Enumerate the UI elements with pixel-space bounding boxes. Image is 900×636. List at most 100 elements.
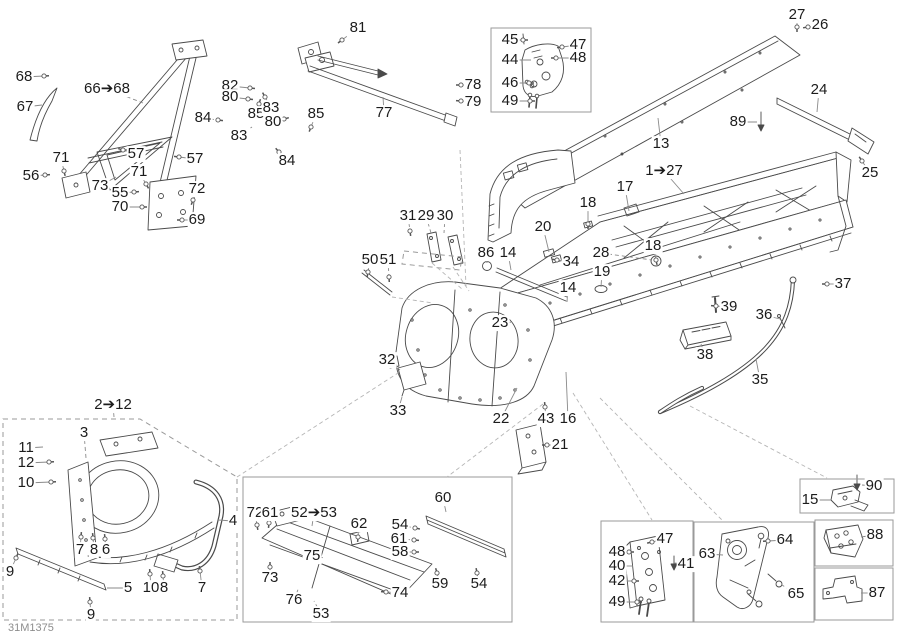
callout-1-to-27: 1➔27 xyxy=(644,162,684,180)
fastener-head xyxy=(139,204,145,210)
callout-54: 54 xyxy=(390,516,410,534)
explosion-connector xyxy=(689,405,828,479)
front-frame-inset-art xyxy=(15,431,225,591)
callout-19: 19 xyxy=(592,263,612,281)
rail-5 xyxy=(15,547,107,591)
rail-24 xyxy=(776,97,859,145)
inset-box-support-15 xyxy=(799,478,895,514)
fastener-head xyxy=(527,98,533,104)
fastener-head xyxy=(339,37,345,43)
explosion-connector xyxy=(236,372,399,478)
callout-41: 41 xyxy=(676,555,696,573)
fastener-head xyxy=(120,147,126,153)
callout-38: 38 xyxy=(695,346,715,364)
fastener-head xyxy=(254,522,260,528)
callout-18: 18 xyxy=(578,194,598,212)
callout-10: 10 xyxy=(141,579,161,597)
callout-80: 80 xyxy=(263,113,283,131)
fastener-head xyxy=(383,589,389,595)
fastener-head xyxy=(386,274,392,280)
fastener-head xyxy=(176,154,182,160)
fastener-head xyxy=(131,189,137,195)
callout-65: 65 xyxy=(786,585,806,603)
callout-22: 22 xyxy=(491,410,511,428)
callout-35: 35 xyxy=(750,371,770,389)
callout-56: 56 xyxy=(21,167,41,185)
callout-64: 64 xyxy=(775,531,795,549)
callout-75: 75 xyxy=(302,547,322,565)
bracket-33 xyxy=(397,361,427,391)
callout-12: 12 xyxy=(16,454,36,472)
callout-36: 36 xyxy=(754,306,774,324)
callout-30: 30 xyxy=(435,207,455,225)
callout-24: 24 xyxy=(809,81,829,99)
callout-5: 5 xyxy=(122,579,134,597)
callout-62: 62 xyxy=(349,515,369,533)
panel-60 xyxy=(425,515,507,558)
fastener-head xyxy=(179,217,185,223)
bracket-87-inset-art xyxy=(822,575,863,604)
fastener-head xyxy=(247,85,253,91)
callout-73: 73 xyxy=(260,569,280,587)
bracket-63-inset-art xyxy=(715,526,783,610)
fastener-head xyxy=(197,568,203,574)
callout-8: 8 xyxy=(158,579,170,597)
fastener-head xyxy=(46,459,52,465)
callout-57: 57 xyxy=(185,150,205,168)
callout-14: 14 xyxy=(498,244,518,262)
fastener-head xyxy=(554,257,560,263)
callout-52-to-53: 52➔53 xyxy=(290,504,338,522)
callout-6: 6 xyxy=(100,541,112,559)
fastener-head xyxy=(585,221,591,227)
inset-box-bracket-63 xyxy=(693,521,815,623)
callout-89: 89 xyxy=(728,113,748,131)
fastener-head xyxy=(143,181,149,187)
callout-70: 70 xyxy=(110,198,130,216)
callout-47: 47 xyxy=(568,36,588,54)
callout-74: 74 xyxy=(390,584,410,602)
callout-13: 13 xyxy=(651,135,671,153)
drawing-number: 31M1375 xyxy=(8,622,54,634)
callout-32: 32 xyxy=(377,351,397,369)
callout-2-to-12: 2➔12 xyxy=(93,396,133,414)
callout-20: 20 xyxy=(533,218,553,236)
callout-4: 4 xyxy=(227,512,239,530)
bracket-40-49-inset-art xyxy=(623,535,678,617)
callout-18: 18 xyxy=(643,237,663,255)
callout-44: 44 xyxy=(500,51,520,69)
fastener-head xyxy=(48,479,54,485)
callout-66-to-68: 66➔68 xyxy=(83,80,131,98)
callout-14: 14 xyxy=(558,279,578,297)
callout-11: 11 xyxy=(17,439,35,457)
callout-57: 57 xyxy=(126,145,146,163)
callout-67: 67 xyxy=(15,98,35,116)
callout-26: 26 xyxy=(810,16,830,34)
callout-51: 51 xyxy=(378,251,398,269)
fastener-head xyxy=(215,117,221,123)
explosion-connector xyxy=(572,392,653,521)
fastener-head xyxy=(41,73,47,79)
inset-boxes-layer xyxy=(2,27,895,623)
fastener-head xyxy=(308,124,314,130)
callout-8: 8 xyxy=(88,541,100,559)
explosion-connector xyxy=(452,266,470,292)
callout-7: 7 xyxy=(196,579,208,597)
fastener-head xyxy=(713,303,719,309)
fastener-head xyxy=(626,549,632,555)
fastener-head xyxy=(553,55,559,61)
fastener-head xyxy=(824,281,830,287)
fastener-head xyxy=(267,564,273,570)
callout-73: 73 xyxy=(90,177,110,195)
callout-28: 28 xyxy=(591,244,611,262)
callout-61: 61 xyxy=(260,504,280,522)
callout-86: 86 xyxy=(476,244,496,262)
fastener-head xyxy=(859,158,865,164)
fastener-head xyxy=(407,228,413,234)
fastener-head xyxy=(256,101,262,107)
explosion-connector xyxy=(446,403,544,478)
rear-parts-art xyxy=(657,97,875,415)
callout-43: 43 xyxy=(536,410,556,428)
fastener-head xyxy=(262,94,268,100)
